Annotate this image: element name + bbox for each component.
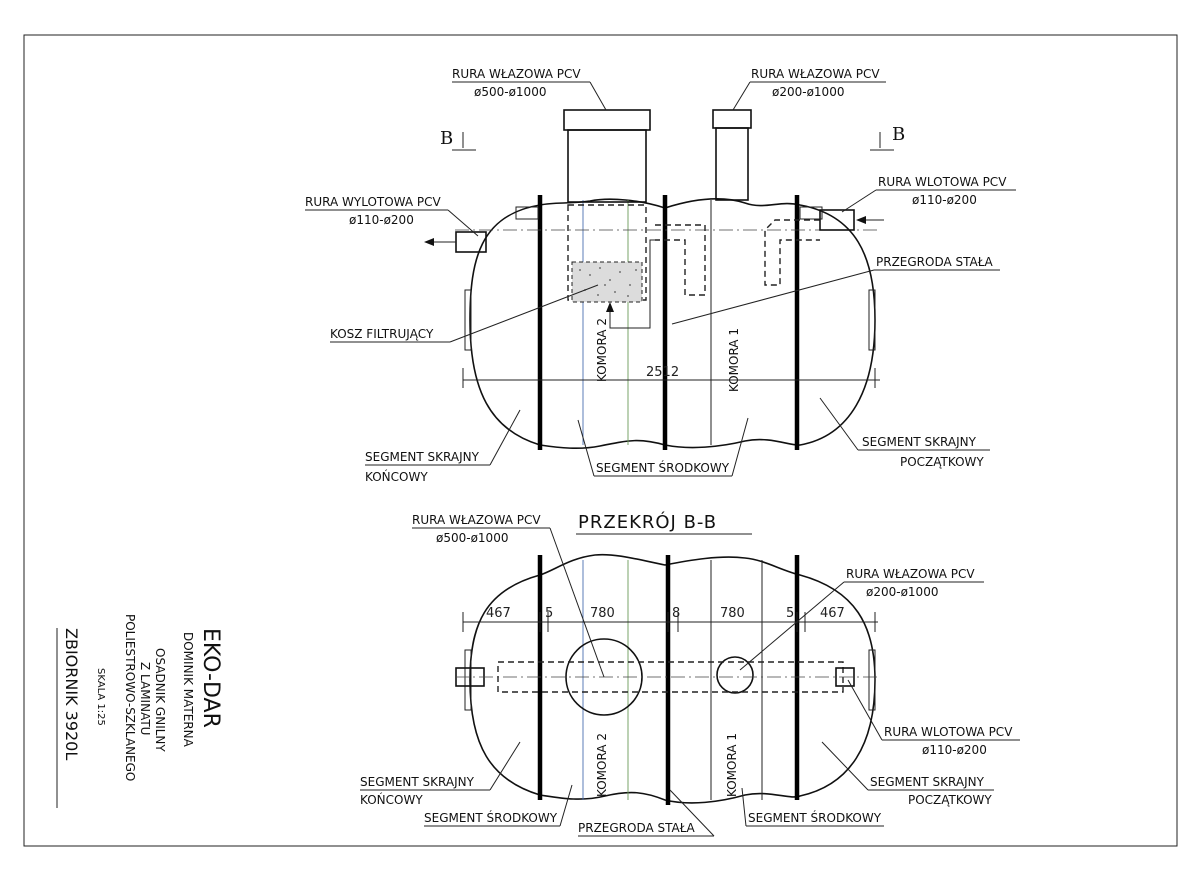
section-callout-segment-end-left-1: SEGMENT SKRAJNY: [360, 775, 475, 789]
section-callout-inflow-2: ø110-ø200: [922, 743, 987, 757]
callout-segment-end-left-2: KOŃCOWY: [365, 469, 428, 484]
callout-leader: [739, 581, 845, 671]
callout-segment-end-right-1: SEGMENT SKRAJNY: [862, 435, 977, 449]
callout-manhole-small-1: RURA WŁAZOWA PCV: [751, 67, 880, 81]
callout-leader: [732, 81, 751, 111]
section-callout-manhole-large-1: RURA WŁAZOWA PCV: [412, 513, 541, 527]
callout-leader: [489, 741, 521, 791]
section-dim-1: 5: [545, 606, 553, 621]
section-chamber-1-label: KOMORA 1: [725, 733, 739, 797]
inlet-pipe-right: [819, 209, 855, 231]
section-chamber-2-label: KOMORA 2: [595, 733, 609, 797]
callout-leader: [847, 679, 883, 741]
section-callout-segment-middle-left: SEGMENT ŚRODKOWY: [424, 810, 558, 825]
inlet-elbow-dashed: [655, 224, 706, 296]
callout-leader: [841, 189, 877, 213]
title-tank-name: ZBIORNIK 3920L: [62, 628, 81, 760]
side-flange-right: [868, 289, 876, 351]
callout-leader: [731, 417, 749, 477]
section-title: PRZEKRÓJ B-B: [578, 511, 717, 533]
section-callout-segment-end-right-2: POCZĄTKOWY: [908, 793, 992, 807]
section-dim-2: 780: [590, 606, 615, 621]
section-callout-inflow-1: RURA WLOTOWA PCV: [884, 725, 1013, 739]
section-dim-5: 5: [786, 606, 794, 621]
inlet-arrow-head: [856, 216, 866, 224]
section-mark-left: B: [440, 128, 453, 149]
callout-manhole-small-2: ø200-ø1000: [772, 85, 844, 99]
manhole-pipe-small-body: [715, 127, 749, 201]
section-callout-manhole-large-2: ø500-ø1000: [436, 531, 508, 545]
callout-leader: [447, 209, 479, 237]
callout-leader: [489, 409, 521, 466]
section-side-flange-right: [868, 649, 876, 711]
callout-leader: [449, 284, 599, 343]
callout-segment-end-left-1: SEGMENT SKRAJNY: [365, 450, 480, 464]
section-dim-6: 467: [820, 606, 845, 621]
callout-leader: [549, 527, 605, 678]
filter-basket-stipple: [579, 267, 637, 297]
chamber-1-label: KOMORA 1: [727, 328, 741, 392]
callout-manhole-large-2: ø500-ø1000: [474, 85, 546, 99]
section-callout-segment-end-left-2: KOŃCOWY: [360, 792, 423, 807]
top-flange-right: [799, 206, 823, 220]
manhole-pipe-large: [563, 109, 651, 131]
section-inlet-pipe: [835, 667, 855, 687]
title-owner: DOMINIK MATERNA: [181, 632, 195, 748]
section-callout-partition: PRZEGRODA STAŁA: [578, 821, 695, 835]
side-flange-left: [464, 289, 472, 351]
callout-leader: [819, 397, 859, 451]
section-mark-right: B: [892, 124, 905, 145]
callout-leader: [671, 269, 875, 325]
section-callout-segment-middle-right: SEGMENT ŚRODKOWY: [748, 810, 882, 825]
section-dim-3: 8: [672, 606, 680, 621]
top-flange-left: [515, 206, 539, 220]
top-view: B B 2512 KOMORA 2 KOMORA 1 RURA WŁAZOWA …: [305, 67, 1016, 484]
section-callout-segment-end-right-1: SEGMENT SKRAJNY: [870, 775, 985, 789]
callout-inflow-2: ø110-ø200: [912, 193, 977, 207]
outlet-pipe-left: [455, 231, 487, 253]
manhole-pipe-small: [712, 109, 752, 129]
callout-manhole-large-1: RURA WŁAZOWA PCV: [452, 67, 581, 81]
title-scale: SKALA 1:25: [95, 668, 106, 726]
callout-leader: [821, 741, 869, 791]
chamber-2-label: KOMORA 2: [595, 318, 609, 382]
manhole-pipe-large-body: [567, 129, 647, 203]
filter-basket: [571, 261, 643, 303]
length-dim: 2512: [646, 365, 679, 380]
callout-leader: [669, 789, 715, 837]
title-product-2: Z LAMINATU: [138, 662, 152, 735]
flow-arrow-head: [606, 302, 614, 312]
section-dim-4: 780: [720, 606, 745, 621]
callout-partition: PRZEGRODA STAŁA: [876, 255, 993, 269]
callout-filter-basket: KOSZ FILTRUJĄCY: [330, 327, 434, 341]
callout-outlet-1: RURA WYLOTOWA PCV: [305, 195, 442, 209]
callout-outlet-2: ø110-ø200: [349, 213, 414, 227]
flow-path: [609, 239, 655, 329]
title-product-1: OSADNIK GNILNY: [153, 648, 167, 752]
outlet-arrow-head: [424, 238, 434, 246]
callout-leader: [741, 787, 747, 827]
section-callout-manhole-small-1: RURA WŁAZOWA PCV: [846, 567, 975, 581]
title-company: EKO-DAR: [198, 628, 223, 728]
tank-outline-top: [469, 198, 876, 450]
title-block: EKO-DAR DOMINIK MATERNA OSADNIK GNILNY Z…: [56, 614, 223, 808]
callout-leader: [559, 784, 573, 827]
manhole-small-circle: [716, 656, 754, 694]
callout-segment-end-right-2: POCZĄTKOWY: [900, 455, 984, 469]
title-product-3: POLIESTROWO-SZKLANEGO: [123, 614, 137, 781]
section-view: PRZEKRÓJ B-B 467 5 780: [360, 511, 1020, 837]
section-dim-0: 467: [486, 606, 511, 621]
drawing-frame: [23, 34, 1178, 847]
callout-leader: [577, 419, 595, 477]
callout-inflow-1: RURA WLOTOWA PCV: [878, 175, 1007, 189]
tank-outline-section: [469, 553, 876, 804]
outlet-elbow-dashed: [764, 219, 820, 286]
callout-segment-middle: SEGMENT ŚRODKOWY: [596, 460, 730, 475]
section-callout-manhole-small-2: ø200-ø1000: [866, 585, 938, 599]
callout-leader: [589, 81, 607, 111]
section-side-flange-left: [464, 649, 472, 711]
